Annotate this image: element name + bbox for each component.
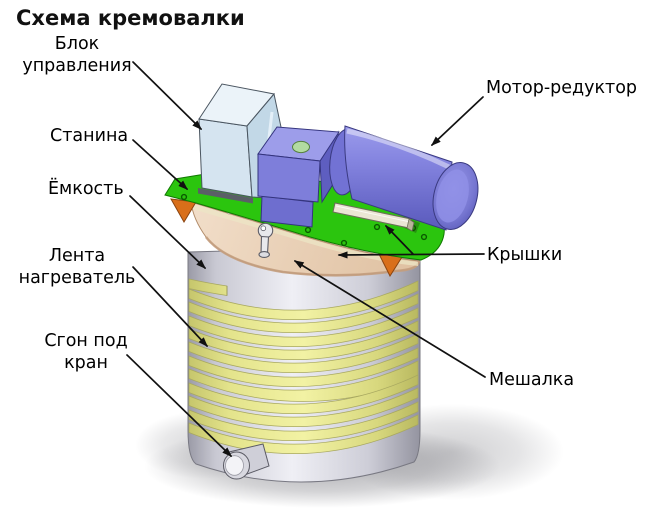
gearbox (257, 126, 344, 228)
heater-band (188, 293, 419, 333)
label-drain-line2: кран (64, 353, 108, 373)
heater-band (188, 333, 419, 373)
label-control-unit: Блок управления (20, 33, 134, 77)
label-heater-line1: Лента (48, 246, 106, 266)
label-heater: Лента нагреватель (14, 245, 140, 289)
control-unit-base (198, 188, 253, 204)
label-lids: Крышки (487, 245, 563, 265)
label-drain-line1: Сгон под (44, 331, 128, 351)
label-motor: Мотор-редуктор (486, 78, 638, 98)
heater-tape-bands (188, 278, 419, 454)
hinged-lid-rail (332, 202, 415, 232)
agitator-shaft-top (257, 222, 274, 258)
heater-band (188, 374, 419, 414)
drain-pipe (223, 443, 270, 480)
bracket-left (170, 198, 197, 223)
label-control-unit-line2: управления (22, 56, 132, 76)
arrow-lids-rail (385, 224, 414, 255)
arrow-tank (129, 195, 207, 269)
gear-motor (329, 125, 479, 231)
arrow-frame (132, 139, 189, 190)
heater-band (188, 320, 419, 360)
diagram-title: Схема кремовалки (16, 6, 245, 30)
heater-band (188, 347, 419, 387)
arrow-heater (132, 266, 208, 348)
label-tank: Ёмкость (48, 179, 124, 199)
arrow-lids-front (337, 251, 485, 259)
label-frame: Станина (50, 126, 129, 146)
gearbox-knob (292, 140, 310, 154)
arrow-motor (430, 96, 484, 146)
callout-arrows (126, 61, 486, 457)
label-agitator: Мешалка (489, 370, 575, 390)
arrow-control-unit (132, 61, 202, 130)
label-heater-line2: нагреватель (18, 268, 136, 288)
heater-band (188, 280, 419, 320)
heater-band (188, 307, 419, 347)
label-control-unit-line1: Блок (54, 34, 100, 54)
label-drain: Сгон под кран (42, 330, 130, 374)
heater-band (188, 387, 419, 427)
heater-band (188, 401, 419, 441)
arrow-agitator (293, 260, 486, 378)
arrow-drain (126, 354, 233, 457)
motor-cylinder (344, 125, 453, 231)
